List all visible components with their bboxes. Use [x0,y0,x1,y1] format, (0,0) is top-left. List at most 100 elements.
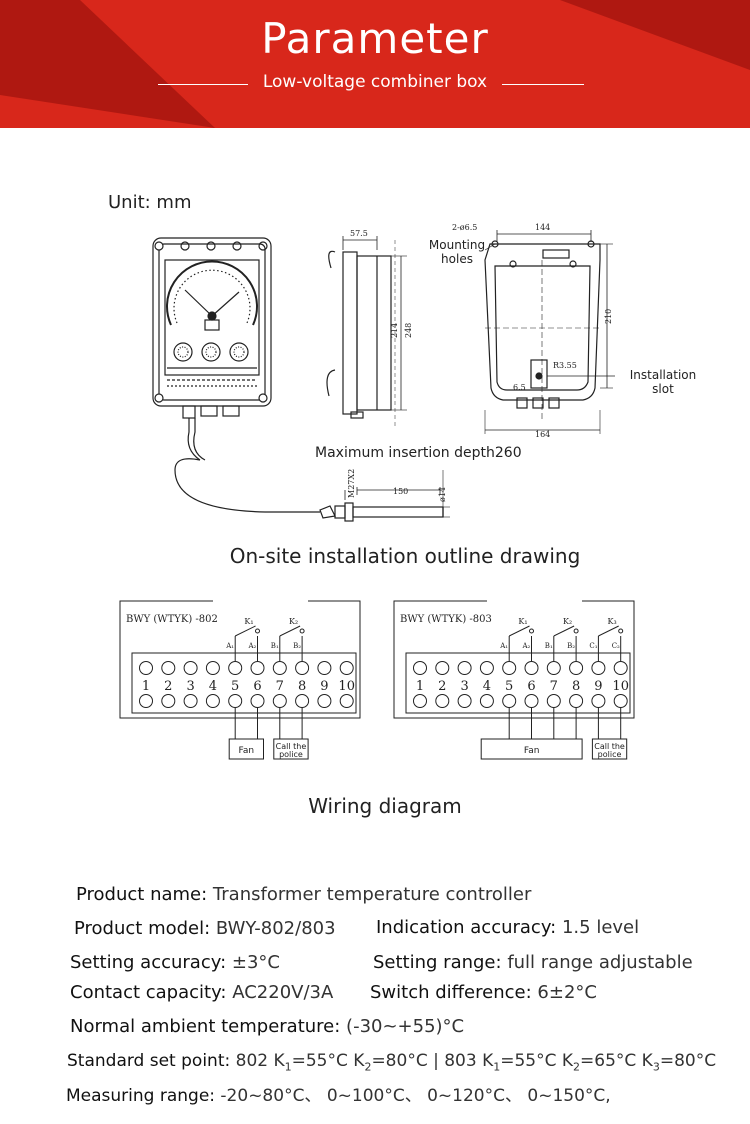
dim-holes: 2-ø6.5 [452,223,477,232]
terminal-number: 2 [164,679,172,694]
spec-contact-capacity: Contact capacity: AC220V/3A [70,982,334,1003]
terminal-screw-bottom [546,694,561,708]
spec-switch-difference: Switch difference: 6±2°C [370,982,597,1003]
terminal-screw-top [272,661,287,675]
terminal-number: 7 [276,679,284,694]
switch-label: K₁ [518,617,527,626]
terminal-screw-top [413,661,427,675]
terminal-screw-bottom [413,694,427,708]
wiring-model-label: BWY (WTYK) -802 [126,614,218,625]
terminal-screw-bottom [479,694,494,708]
terminal-screw-top [502,661,517,675]
insertion-depth-label: Maximum insertion depth260 [315,445,522,461]
page-title: Parameter [261,14,489,63]
terminal-number: 4 [483,679,491,694]
spec-standard-set-point: Standard set point: 802 K1=55°C K2=80°C … [67,1051,717,1074]
terminal-screw-top [317,661,332,675]
terminal-screw-bottom [250,694,265,708]
dim-back-height: 210 [604,309,613,324]
contact-label: A₂ [522,642,531,650]
dim-side-width: 57.5 [350,229,368,238]
contact-label: C₁ [589,642,597,650]
terminal-screw-top [228,661,243,675]
terminal-screw-bottom [205,694,220,708]
terminal-number: 5 [505,679,513,694]
terminal-screw-top [524,661,539,675]
contact-label: A₁ [499,642,508,650]
terminal-screw-top [569,661,584,675]
terminal-screw-bottom [272,694,287,708]
unit-label: Unit: mm [108,192,192,213]
contact-label: C₂ [612,642,620,650]
contact-label: B₂ [567,642,575,650]
terminal-number: 3 [186,679,194,694]
terminal-screw-top [339,661,354,675]
terminal-number: 3 [460,679,468,694]
controller-back-view [484,230,615,434]
terminal-screw-top [183,661,198,675]
terminal-screw-top [205,661,220,675]
terminal-screw-bottom [591,694,606,708]
terminal-screw-bottom [161,694,176,708]
terminal-screw-bottom [502,694,517,708]
terminal-screw-bottom [613,694,628,708]
spec-product-model: Product model: BWY-802/803 [74,918,336,939]
spec-ambient-temperature: Normal ambient temperature: (-30~+55)°C [70,1016,465,1037]
terminal-screw-bottom [435,694,450,708]
terminal-screw-top [546,661,561,675]
terminal-screw-bottom [524,694,539,708]
terminal-screw-bottom [228,694,243,708]
spec-setting-accuracy: Setting accuracy: ±3°C [70,952,280,973]
controller-side-view [326,236,407,428]
terminal-screw-top [161,661,176,675]
terminal-number: 5 [231,679,239,694]
dim-slot-width: 6.5 [513,383,526,392]
spec-setting-range: Setting range: full range adjustable [373,952,693,973]
outline-drawing: 57.5 214 248 2-ø6.5 144 210 R3.55 6.5 16… [152,223,615,522]
terminal-screw-bottom [183,694,198,708]
terminal-number: 2 [438,679,446,694]
outline-caption: On-site installation outline drawing [229,544,581,568]
probe-view [319,470,450,522]
terminal-screw-top [139,661,153,675]
terminal-number: 9 [594,679,602,694]
terminal-screw-bottom [295,694,310,708]
terminal-number: 1 [416,679,424,694]
header-banner [0,0,750,128]
dimension-labels: 57.5 214 248 2-ø6.5 144 210 R3.55 6.5 16… [347,223,613,502]
installation-slot-label: Installation slot [629,368,697,396]
terminal-screw-top [591,661,606,675]
switch-label: K₁ [244,617,253,626]
wiring-caption: Wiring diagram [308,794,462,818]
dim-probe-diameter: ø14 [438,487,447,502]
contact-label: B₁ [271,642,279,650]
terminal-screw-top [457,661,472,675]
terminal-number: 6 [253,679,261,694]
mounting-holes-label: Mounting holes [428,238,486,266]
switch-label: K₃ [608,617,617,626]
dim-probe-length: 150 [393,487,408,496]
switch-label: K₂ [563,617,572,626]
subtitle-rule-left [158,84,248,85]
terminal-screw-top [295,661,310,675]
terminal-number: 10 [338,679,355,694]
spec-product-name: Product name: Transformer temperature co… [76,884,532,905]
terminal-number: 4 [209,679,217,694]
contact-label: B₂ [293,642,301,650]
dim-side-h2: 248 [404,323,413,338]
terminal-screw-top [479,661,494,675]
dim-probe-thread: M27X2 [347,469,356,498]
terminal-screw-bottom [317,694,332,708]
page-subtitle: Low-voltage combiner box [262,72,488,92]
wiring-model-label: BWY (WTYK) -803 [400,614,492,625]
contact-label: B₁ [545,642,553,650]
contact-label: A₁ [225,642,234,650]
terminal-number: 8 [298,679,306,694]
dim-back-width: 144 [535,223,550,232]
spec-indication-accuracy: Indication accuracy: 1.5 level [376,917,640,938]
terminal-number: 10 [612,679,629,694]
spec-measuring-range: Measuring range: -20~80°C、 0~100°C、 0~12… [66,1086,611,1106]
terminal-number: 8 [572,679,580,694]
